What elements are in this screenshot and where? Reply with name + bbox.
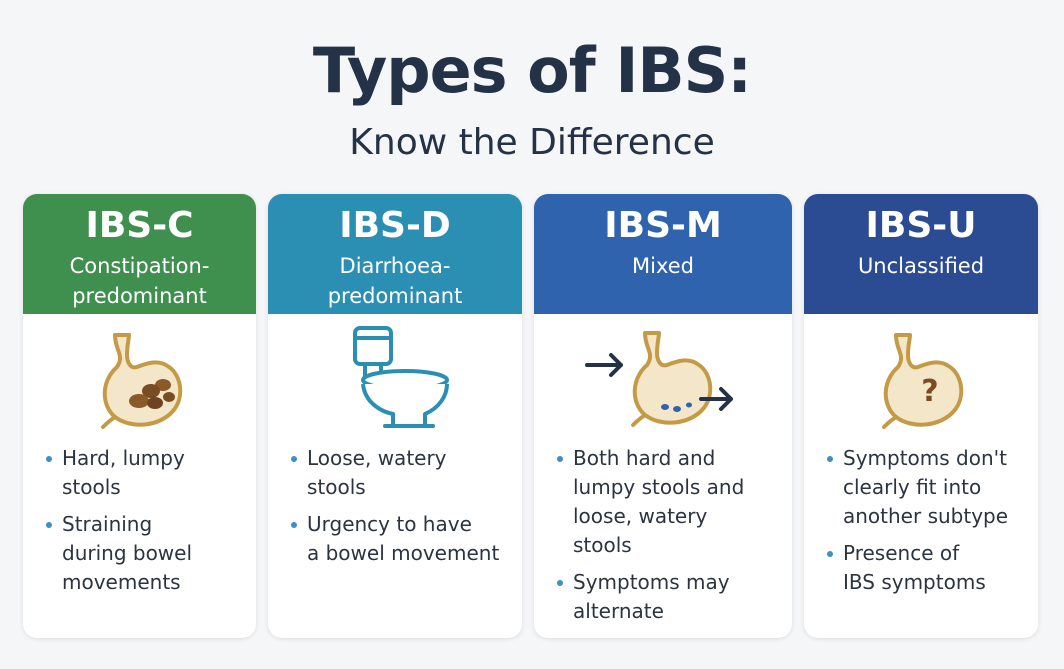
illustration [268, 314, 522, 444]
stomach-arrows-icon [585, 331, 733, 427]
toilet-icon [353, 326, 449, 428]
card-ibs-c: IBS-C Constipation-predominant Hard, lum… [23, 194, 256, 638]
card-name: Diarrhoea-predominant [327, 254, 463, 308]
card-header: IBS-D Diarrhoea-predominant [268, 194, 522, 314]
stomach-question-icon: ? [882, 333, 964, 429]
illustration: ? [804, 314, 1038, 444]
card-header: IBS-M Mixed [534, 194, 792, 314]
card-code: IBS-D [339, 205, 451, 246]
card-name: Constipation-predominant [69, 254, 210, 308]
card-ibs-d: IBS-D Diarrhoea-predominant Loose, water… [268, 194, 522, 638]
card-code: IBS-U [865, 205, 977, 246]
stomach-stool-icon [100, 333, 182, 429]
card-code: IBS-C [85, 205, 194, 246]
illustration [23, 314, 256, 444]
card-header: IBS-U Unclassified [804, 194, 1038, 314]
card-code: IBS-M [604, 205, 722, 246]
svg-text:?: ? [921, 374, 938, 409]
card-header: IBS-C Constipation-predominant [23, 194, 256, 314]
page-subtitle: Know the Difference [349, 122, 715, 163]
card-name: Unclassified [857, 254, 985, 278]
page-title: Types of IBS: [312, 34, 752, 107]
card-name: Mixed [632, 254, 694, 278]
illustration [534, 314, 792, 444]
